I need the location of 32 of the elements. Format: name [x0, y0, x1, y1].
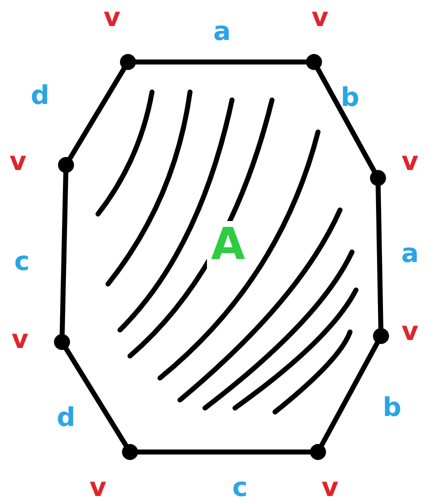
vertex-dot: [373, 328, 389, 344]
edge-label: b: [340, 85, 360, 111]
polygon-side: [315, 66, 377, 174]
vertex-dot: [122, 444, 138, 460]
vertex-label: v: [10, 149, 26, 175]
vertex-label: v: [402, 149, 418, 175]
polygon-side: [136, 450, 312, 454]
vertex-label: v: [12, 327, 28, 353]
polygon-side: [60, 170, 68, 336]
vertex-dot: [58, 157, 74, 173]
vertex-label: v: [322, 475, 338, 501]
vertex-dot: [370, 170, 386, 186]
polygon-side: [134, 60, 308, 64]
edge-label: a: [401, 241, 419, 267]
edge-label: d: [56, 405, 76, 431]
vertex-dot: [54, 334, 70, 350]
polygon-side: [319, 340, 380, 448]
vertex-label: v: [104, 5, 120, 31]
edge-label: c: [14, 249, 30, 275]
polygon-side: [64, 346, 128, 448]
edge-label: c: [232, 475, 248, 501]
polygon-side: [376, 184, 384, 330]
vertex-label: v: [312, 5, 328, 31]
vertex-dot: [306, 54, 322, 70]
polygon-side: [68, 66, 126, 161]
edge-label: d: [30, 83, 50, 109]
vertex-dot: [310, 444, 326, 460]
vertex-label: v: [90, 475, 106, 501]
vertex-label: v: [402, 319, 418, 345]
edge-label: b: [382, 395, 402, 421]
edge-label: a: [213, 19, 231, 45]
vertex-dot: [120, 54, 136, 70]
